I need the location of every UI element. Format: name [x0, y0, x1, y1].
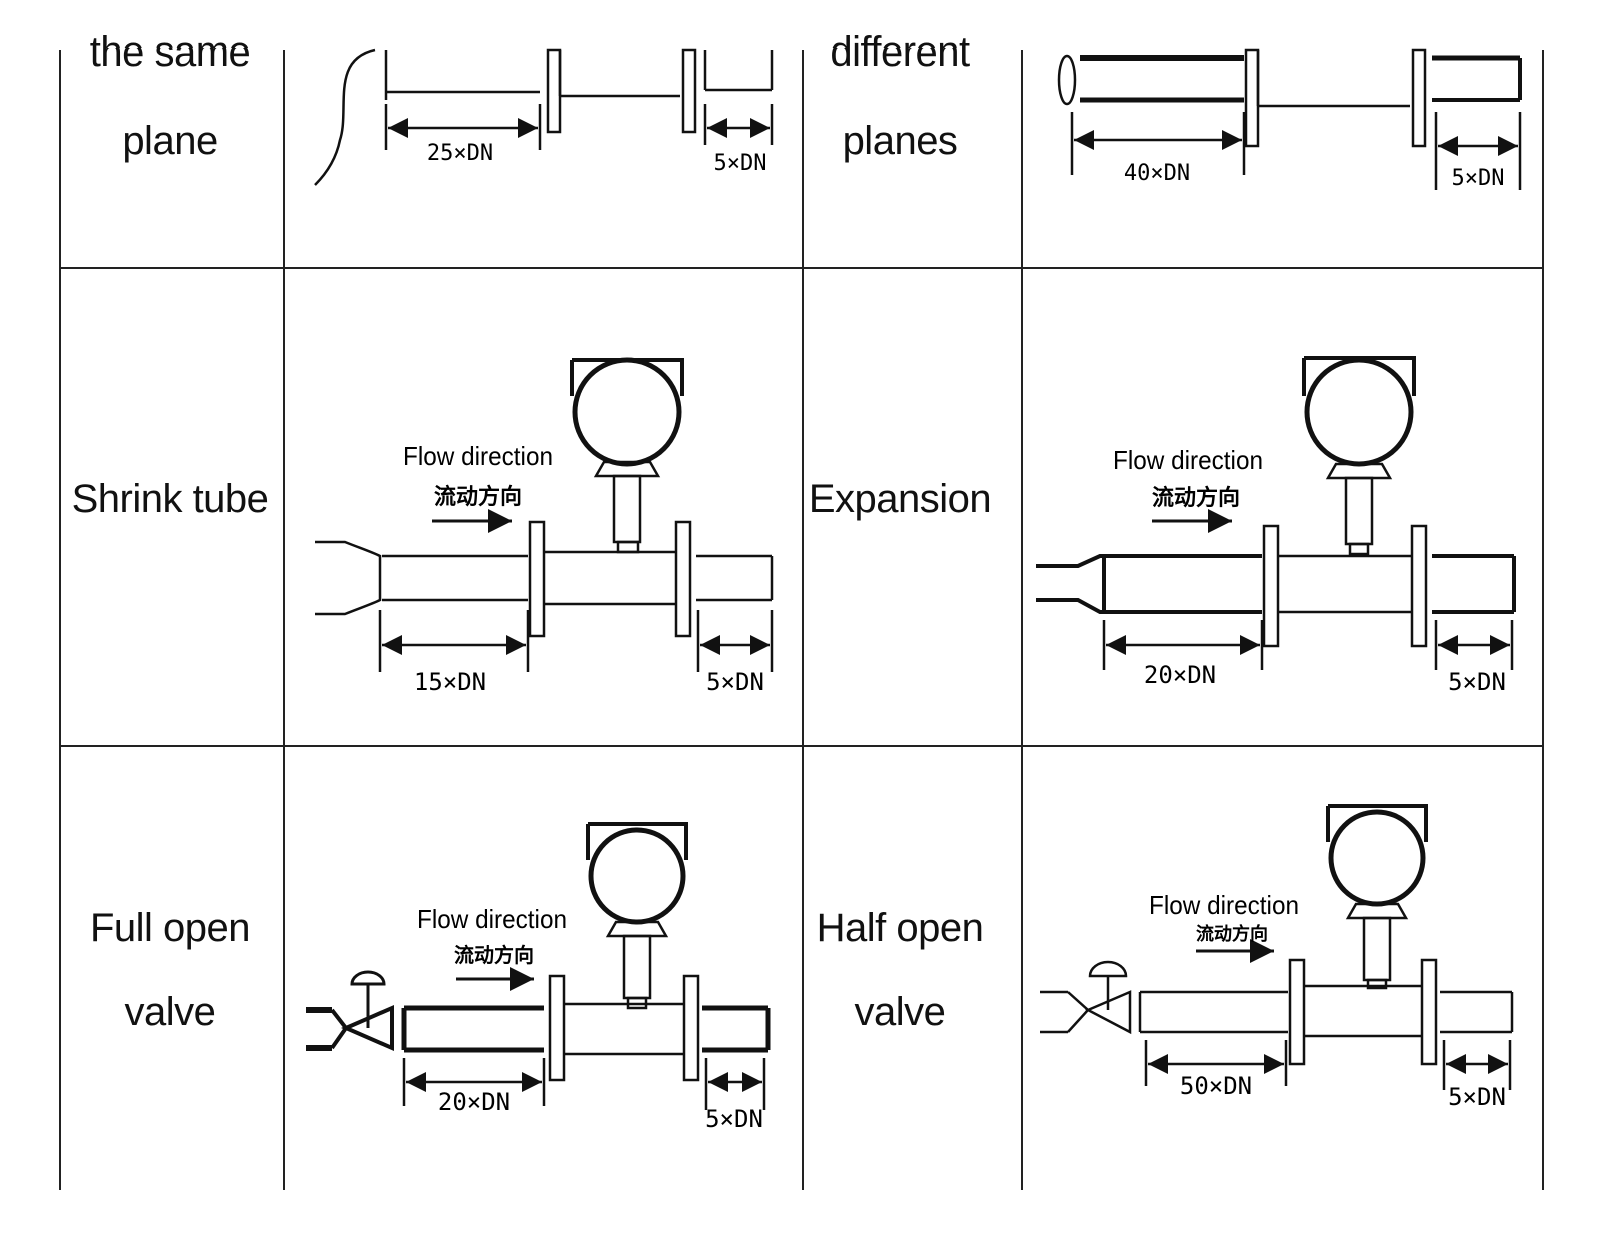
dim-upstream: 15×DN — [414, 668, 486, 696]
meter-stem — [612, 474, 642, 544]
label-shrink-tube: Shrink tube — [62, 476, 278, 522]
label-line: Shrink tube — [71, 477, 269, 521]
meter-neck — [1325, 462, 1393, 480]
flow-direction-chinese: 流动方向 — [1152, 485, 1240, 510]
diagram-different-planes — [1057, 48, 1522, 190]
label-full-open-valve: Full open valve — [70, 905, 270, 1035]
flow-direction-chinese: 流动方向 — [454, 943, 534, 967]
dim-upstream: 25×DN — [427, 141, 493, 166]
diagram-shrink-tube — [315, 357, 774, 672]
valve-handle — [1088, 960, 1128, 978]
meter-head — [572, 357, 682, 467]
meter-stem — [1362, 916, 1392, 982]
flange — [546, 48, 562, 134]
flange — [674, 520, 692, 638]
flange — [682, 974, 700, 1082]
flange — [1262, 524, 1280, 648]
dim-upstream: 40×DN — [1124, 161, 1190, 186]
label-line: valve — [124, 990, 216, 1034]
meter-head — [588, 827, 686, 925]
bend-pipe — [314, 48, 376, 186]
top-crop-text-2: different — [800, 22, 1000, 48]
label-line: planes — [842, 119, 958, 163]
flow-direction-text: Flow direction — [1149, 890, 1299, 920]
dim-downstream: 5×DN — [714, 151, 767, 176]
dim-upstream: 20×DN — [438, 1088, 510, 1116]
meter-head — [1328, 809, 1426, 907]
flow-direction-chinese: 流动方向 — [1196, 923, 1268, 944]
diagram-same-plane — [314, 48, 774, 186]
meter-head — [1304, 357, 1414, 467]
label-line: Half open — [816, 906, 984, 950]
diagram-expansion — [1036, 356, 1516, 670]
dim-downstream: 5×DN — [706, 668, 764, 696]
dim-upstream: 50×DN — [1180, 1072, 1252, 1100]
label-line: Full open — [89, 906, 251, 950]
flange — [548, 974, 566, 1082]
label-line: different — [800, 28, 1000, 48]
flange — [1411, 48, 1427, 148]
top-crop-text-1: the same — [70, 22, 270, 48]
dim-downstream: 5×DN — [1448, 1083, 1506, 1111]
label-half-open-valve: Half open valve — [800, 905, 1000, 1035]
label-line: Expansion — [808, 477, 992, 521]
bend-pipe — [1057, 54, 1077, 106]
diagram-half-open-valve — [1040, 804, 1514, 1090]
dim-upstream: 20×DN — [1144, 661, 1216, 689]
expander — [1036, 554, 1106, 614]
flange — [1288, 958, 1306, 1066]
diagram-full-open-valve — [306, 822, 771, 1110]
flange — [1420, 958, 1438, 1066]
meter-stem — [622, 934, 652, 1000]
flange — [1244, 48, 1260, 148]
meter-neck — [1345, 902, 1409, 920]
flow-direction-chinese: 流动方向 — [434, 484, 522, 509]
meter-stem — [1344, 476, 1374, 546]
flange — [1410, 524, 1428, 648]
valve-handle — [350, 970, 386, 986]
flange — [528, 520, 546, 638]
label-line: valve — [854, 990, 946, 1034]
label-line: plane — [122, 119, 218, 163]
dim-downstream: 5×DN — [1448, 668, 1506, 696]
label-line: the same — [70, 28, 270, 48]
flow-direction-text: Flow direction — [1113, 445, 1263, 475]
dim-downstream: 5×DN — [705, 1105, 763, 1133]
flow-direction-text: Flow direction — [403, 441, 553, 471]
meter-neck — [605, 920, 669, 938]
flange — [681, 48, 697, 134]
top-crop-band — [0, 0, 1600, 48]
table-grid — [59, 50, 1544, 1190]
flow-direction-text: Flow direction — [417, 904, 567, 934]
label-expansion: Expansion — [800, 476, 1000, 522]
reducer — [315, 540, 382, 616]
dim-downstream: 5×DN — [1452, 166, 1505, 191]
meter-neck — [593, 460, 661, 478]
